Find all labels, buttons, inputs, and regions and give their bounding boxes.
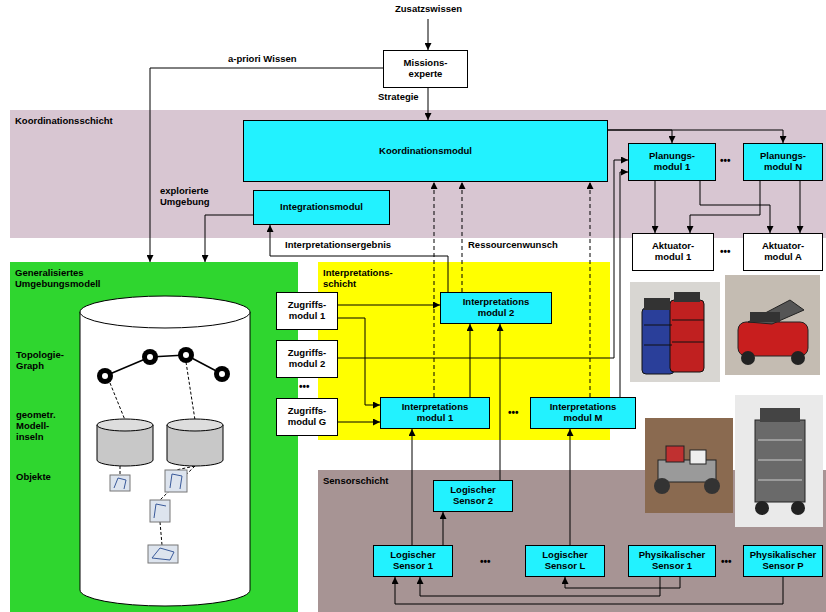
box-label: Logischer Sensor L — [538, 550, 593, 572]
ellipsis: ••• — [480, 556, 491, 568]
arrow — [608, 130, 672, 143]
robot-photo — [630, 282, 720, 382]
arrow — [205, 215, 253, 262]
ellipsis: ••• — [720, 155, 731, 167]
module-box: Integrationsmodul — [253, 190, 390, 225]
ellipsis: ••• — [508, 407, 519, 419]
input-arrow — [428, 19, 429, 50]
band-title: Interpretations- schicht — [323, 268, 413, 290]
edge-label: a-priori Wissen — [228, 54, 297, 65]
arrow — [608, 130, 783, 143]
actuator-box: Aktuator- modul A — [743, 233, 823, 271]
model-label: Topologie- Graph — [16, 350, 76, 372]
module-box: Koordinationsmodul — [243, 120, 608, 182]
module-box: Planungs- modul 1 — [628, 143, 716, 181]
band-title: Koordinationsschicht — [15, 116, 113, 127]
box-label: Zugriffs- modul G — [281, 406, 333, 428]
edge-label: Strategie — [378, 92, 419, 103]
dashed-arrow — [590, 182, 591, 397]
model-label: Objekte — [16, 472, 51, 483]
robot-photo — [735, 395, 823, 527]
database-cylinder — [80, 296, 250, 606]
access-box: Zugriffs- modul G — [276, 398, 338, 436]
arrow — [412, 429, 413, 545]
sensor-box: Physikalischer Sensor P — [743, 545, 823, 577]
box-label: Interpretations modul 2 — [456, 297, 536, 319]
dashed-arrow — [434, 182, 435, 397]
box-label: Missions- experte — [396, 58, 456, 80]
box-label: Zugriffs- modul 1 — [281, 300, 333, 322]
arrow — [338, 318, 380, 405]
sensor-box: Physikalischer Sensor 1 — [628, 545, 716, 577]
box-label: Interpretations modul M — [543, 402, 623, 424]
arrow — [500, 324, 501, 480]
module-box: Planungs- modul N — [743, 143, 823, 181]
box-label: Logischer Sensor 2 — [446, 485, 501, 507]
actuator-box: Aktuator- modul 1 — [632, 233, 714, 271]
sensor-box: Logischer Sensor 1 — [373, 545, 453, 577]
access-box: Zugriffs- modul 2 — [276, 340, 338, 378]
arrow — [443, 512, 444, 545]
box-label: Physikalischer Sensor P — [748, 550, 818, 572]
box-label: Zugriffs- modul 2 — [281, 348, 333, 370]
layer-band: KoordinationsschichtKoordinationsmodulIn… — [10, 110, 826, 238]
arrow — [270, 225, 448, 292]
dashed-arrow — [462, 182, 463, 292]
box-label: Physikalischer Sensor 1 — [635, 550, 710, 572]
arrow — [338, 160, 628, 358]
module-box: Interpretations modul 2 — [440, 292, 552, 324]
module-box: Interpretations modul M — [530, 397, 636, 429]
arrow — [150, 68, 383, 262]
arrow — [338, 305, 440, 306]
box-label: Aktuator- modul 1 — [646, 241, 701, 263]
box-label: Aktuator- modul A — [756, 241, 811, 263]
band-title: Sensorschicht — [323, 476, 388, 487]
arrow — [565, 577, 680, 588]
arrow — [570, 429, 571, 545]
box-label: Koordinationsmodul — [379, 146, 472, 157]
ellipsis: ••• — [720, 246, 731, 258]
arrow — [338, 422, 380, 423]
arrow — [655, 181, 656, 233]
arrow — [420, 577, 660, 596]
robot-photo — [645, 418, 733, 513]
arrow — [470, 324, 471, 397]
module-box: Interpretations modul 1 — [380, 397, 490, 429]
sensor-box: Logischer Sensor 2 — [433, 480, 513, 512]
arrow — [395, 577, 783, 604]
ellipsis: ••• — [299, 381, 310, 393]
input-label: Zusatzswissen — [395, 4, 462, 15]
box-label: Planungs- modul 1 — [645, 151, 700, 173]
arrow — [690, 181, 760, 233]
arrow — [620, 172, 628, 397]
sensor-box: Logischer Sensor L — [525, 545, 605, 577]
ellipsis: ••• — [721, 556, 732, 568]
model-label: geometr. Modell- inseln — [16, 410, 76, 443]
edge-label: explorierte Umgebung — [160, 186, 235, 208]
arrow — [800, 181, 801, 233]
expert-box: Missions- experte — [383, 50, 468, 88]
robot-photo — [725, 275, 820, 375]
edge-label: Interpretationsergebnis — [285, 240, 391, 251]
flow-label: Ressourcenwunsch — [468, 240, 558, 251]
arrow — [428, 88, 429, 120]
box-label: Interpretations modul 1 — [395, 402, 475, 424]
band-title: Generalisiertes Umgebungsmodell — [15, 268, 125, 290]
access-box: Zugriffs- modul 1 — [276, 292, 338, 330]
box-label: Planungs- modul N — [756, 151, 811, 173]
box-label: Integrationsmodul — [280, 202, 363, 213]
box-label: Logischer Sensor 1 — [386, 550, 441, 572]
